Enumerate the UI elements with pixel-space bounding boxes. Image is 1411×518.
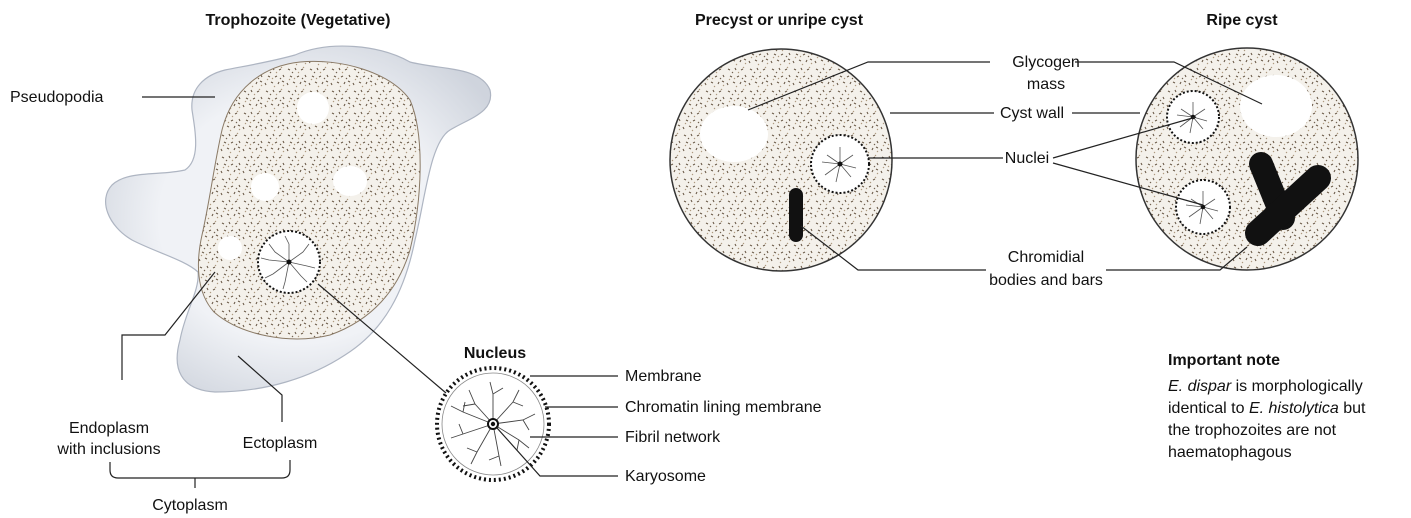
pseudopodia-label: Pseudopodia <box>10 89 104 106</box>
note-line-4: haematophagous <box>1168 444 1292 461</box>
food-vacuole <box>218 236 242 260</box>
important-note: Important note E. dispar is morphologica… <box>1168 352 1366 461</box>
note-heading: Important note <box>1168 352 1280 369</box>
nucleus-title: Nucleus <box>464 345 526 362</box>
note-line-2: identical to E. histolytica but <box>1168 400 1366 417</box>
nucleus-detail <box>437 368 549 480</box>
chromidial-label-line2: bodies and bars <box>989 272 1103 289</box>
glycogen-label-line2: mass <box>1027 76 1065 93</box>
cyst-wall-label: Cyst wall <box>1000 105 1064 122</box>
trophozoite-title: Trophozoite (Vegetative) <box>206 12 391 29</box>
chromatin-label: Chromatin lining membrane <box>625 399 822 416</box>
note-line-1: E. dispar is morphologically <box>1168 378 1363 395</box>
chromidial-bar <box>789 188 803 242</box>
food-vacuole <box>297 92 329 124</box>
endoplasm-label-line2: with inclusions <box>56 441 160 458</box>
ripe-nucleus-1 <box>1167 91 1219 143</box>
ripe-nucleus-2 <box>1176 180 1230 234</box>
fibril-label: Fibril network <box>625 429 721 446</box>
trophozoite-nucleus <box>258 231 320 293</box>
ripe-cyst <box>1136 48 1358 270</box>
precyst-nucleus <box>811 135 869 193</box>
chromidial-label: Chromidial <box>1008 249 1084 266</box>
cytoplasm-bracket <box>110 460 290 488</box>
cytoplasm-label: Cytoplasm <box>152 497 228 514</box>
glycogen-mass <box>700 106 768 162</box>
nuclei-label: Nuclei <box>1005 150 1049 167</box>
food-vacuole <box>333 166 367 196</box>
glycogen-label: Glycogen <box>1012 54 1080 71</box>
precyst-title: Precyst or unripe cyst <box>695 12 864 29</box>
endoplasm-label: Endoplasm <box>69 420 149 437</box>
food-vacuole <box>251 173 279 201</box>
ectoplasm-label: Ectoplasm <box>243 435 318 452</box>
glycogen-mass <box>1240 75 1312 137</box>
precyst <box>670 49 892 271</box>
trophozoite <box>106 46 491 392</box>
karyosome-label: Karyosome <box>625 468 706 485</box>
ripe-cyst-title: Ripe cyst <box>1206 12 1278 29</box>
membrane-label: Membrane <box>625 368 702 385</box>
note-line-3: the trophozoites are not <box>1168 422 1337 439</box>
